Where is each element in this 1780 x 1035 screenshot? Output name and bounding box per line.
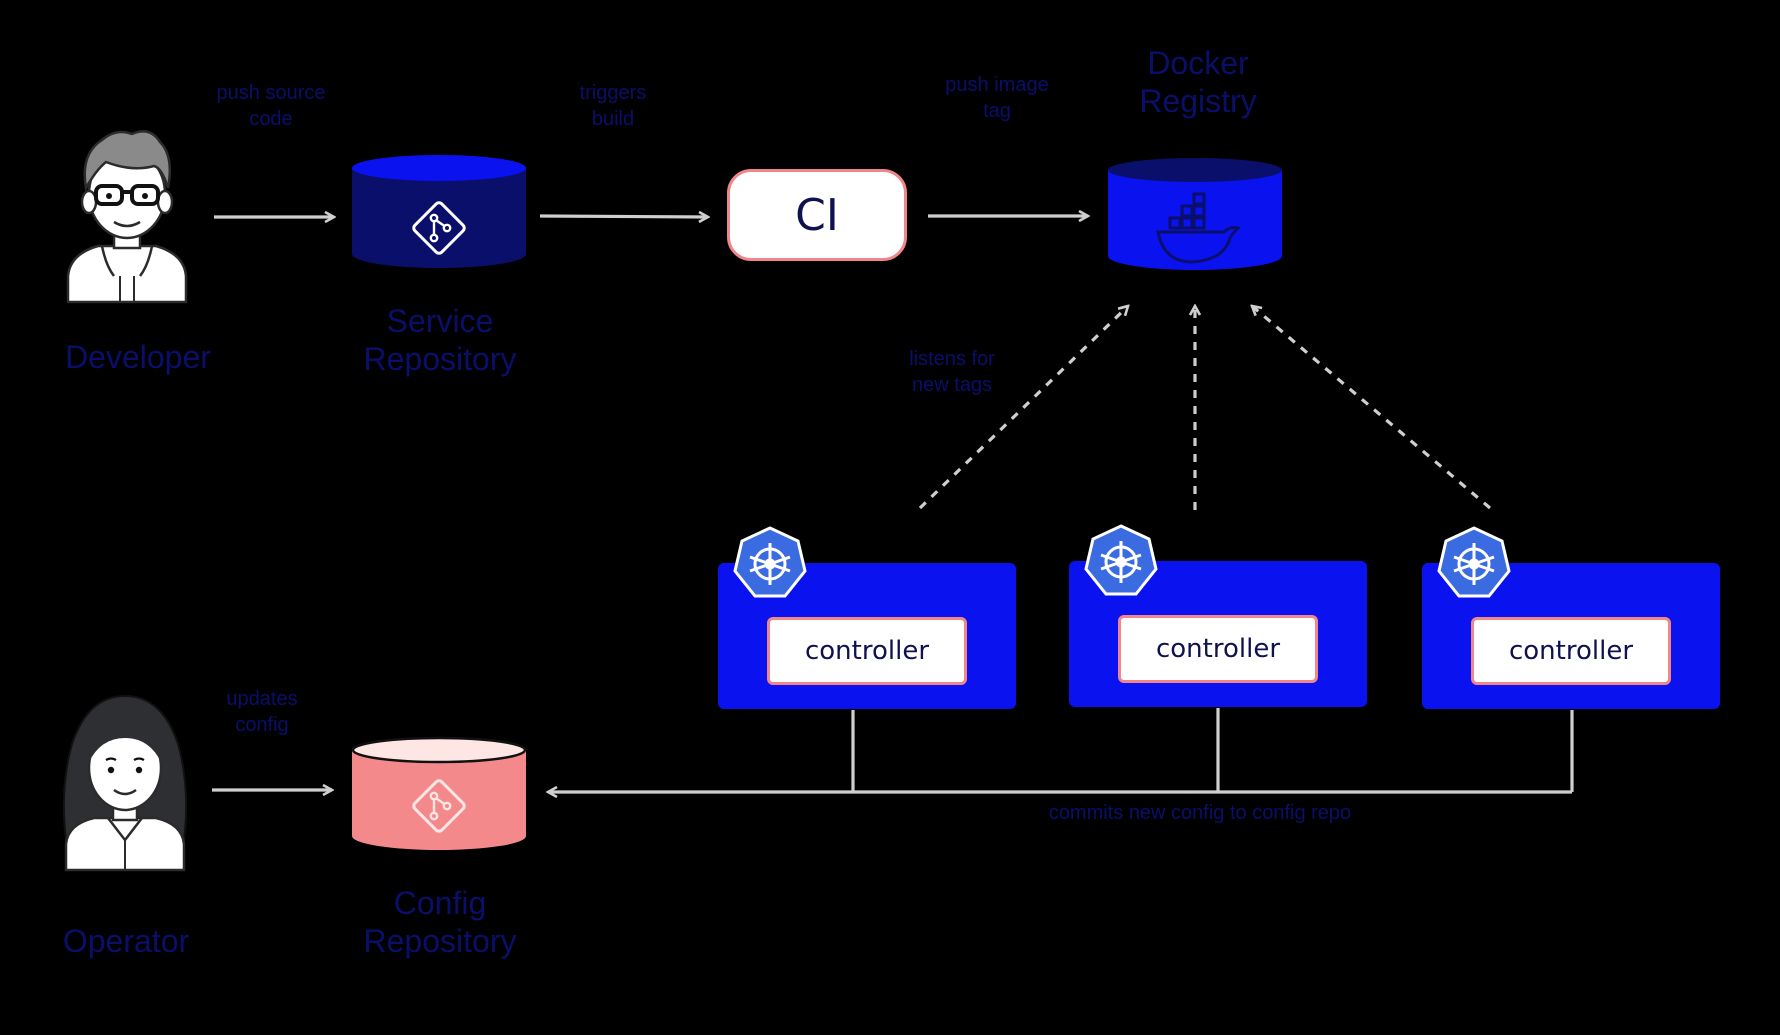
developer-label: Developer bbox=[65, 339, 211, 375]
operator-avatar bbox=[62, 694, 188, 872]
arrow-cluster3-listens bbox=[1252, 306, 1492, 510]
ci-label: CI bbox=[795, 189, 839, 241]
controller-box: controller bbox=[767, 617, 967, 685]
controller-box: controller bbox=[1471, 617, 1671, 685]
edge-label-listens: listens for new tags bbox=[909, 348, 995, 396]
git-icon bbox=[412, 201, 466, 255]
kubernetes-helm-icon bbox=[733, 526, 807, 598]
edge-label-updates-config: updates config bbox=[226, 688, 298, 736]
config-repo-cylinder bbox=[351, 736, 527, 850]
arrow-cluster1-listens bbox=[918, 306, 1128, 510]
controller-label: controller bbox=[804, 636, 930, 666]
arrow-service-repo-to-ci bbox=[539, 216, 708, 217]
cluster-1: controller bbox=[718, 563, 1016, 709]
kubernetes-helm-icon bbox=[1437, 526, 1511, 598]
service-repo-cylinder bbox=[352, 155, 526, 268]
docker-whale-icon bbox=[1156, 192, 1241, 264]
kubernetes-helm-icon bbox=[1084, 524, 1158, 596]
service-repo-label: Service Repository bbox=[363, 303, 517, 377]
operator-label: Operator bbox=[62, 923, 190, 959]
cluster-3: controller bbox=[1422, 563, 1720, 709]
git-icon bbox=[412, 779, 466, 833]
docker-registry-cylinder bbox=[1108, 158, 1282, 270]
ci-node: CI bbox=[727, 169, 907, 261]
docker-registry-label: Docker Registry bbox=[1139, 45, 1257, 119]
developer-avatar bbox=[66, 130, 188, 304]
controller-label: controller bbox=[1508, 636, 1634, 666]
edge-label-push-image: push image tag bbox=[945, 74, 1049, 122]
controller-label: controller bbox=[1155, 634, 1281, 664]
edge-label-triggers-build: triggers build bbox=[579, 82, 647, 130]
controller-box: controller bbox=[1118, 615, 1318, 683]
edge-label-commits: commits new config to config repo bbox=[1048, 802, 1352, 824]
edge-label-push-source: push source code bbox=[216, 82, 326, 130]
config-repo-label: Config Repository bbox=[363, 885, 517, 959]
